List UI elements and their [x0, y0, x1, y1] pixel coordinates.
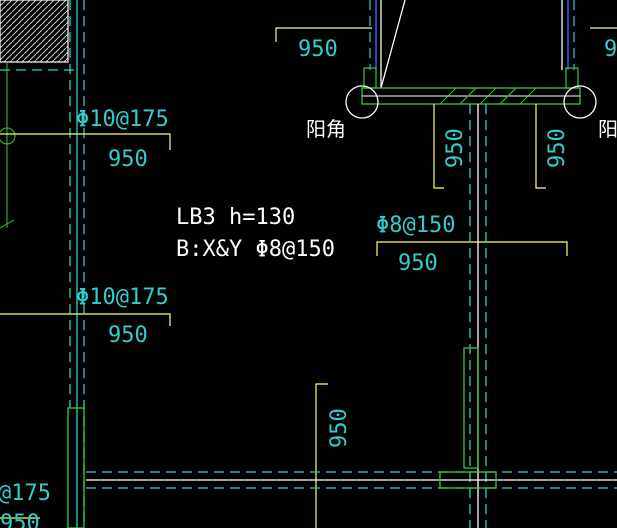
dim-left-mid: 950: [108, 323, 148, 348]
dim-top-left: 950: [298, 37, 338, 62]
slab-name: LB3 h=130: [176, 205, 295, 230]
labels: Φ10@175 950 Φ10@175 950 @175 950 950 9 阳…: [0, 37, 617, 528]
dim-top-right: 9: [604, 37, 617, 62]
center-wall: [463, 104, 487, 528]
left-wall-lines: [0, 0, 85, 528]
rebar-left-bottom: @175: [0, 481, 51, 506]
hatched-block: [0, 0, 69, 63]
dim-center: 950: [398, 251, 438, 276]
corner-label-right: 阳: [598, 117, 617, 141]
dim-vert-1: 950: [443, 128, 468, 168]
top-beam: [345, 67, 597, 119]
axis-marker: [0, 62, 16, 229]
slab-spec: B:X&Y Φ8@150: [176, 237, 335, 262]
rebar-center: Φ8@150: [376, 213, 455, 238]
dim-vert-2: 950: [545, 128, 570, 168]
dim-vert-3: 950: [327, 408, 352, 448]
bottom-wall: [67, 407, 617, 528]
left-rebar-lines: [0, 133, 171, 519]
corner-label-left: 阳角: [306, 117, 346, 141]
dim-left-bottom: 950: [0, 511, 40, 528]
dim-left-top: 950: [108, 147, 148, 172]
rebar-left-top: Φ10@175: [76, 107, 169, 132]
top-rebar-lines: [275, 27, 617, 528]
rebar-left-mid: Φ10@175: [76, 285, 169, 310]
column-top: [369, 0, 575, 89]
